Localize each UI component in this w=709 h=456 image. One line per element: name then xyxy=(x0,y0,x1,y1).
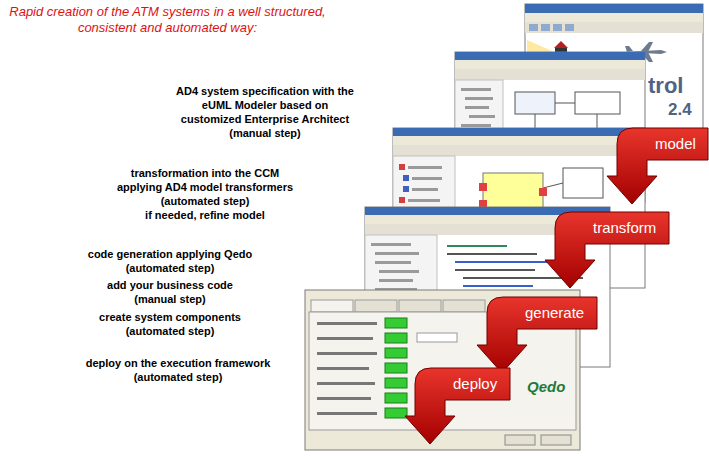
aircraft-wing xyxy=(641,42,653,52)
status-button xyxy=(385,408,407,418)
diagram-box xyxy=(515,92,555,114)
code-line xyxy=(447,245,507,247)
tool-icon xyxy=(529,24,538,31)
aircraft-tail xyxy=(625,46,633,52)
status-button xyxy=(385,378,407,388)
tool-bar xyxy=(455,69,645,80)
dialog-tab xyxy=(311,300,353,312)
title-bar xyxy=(525,4,703,13)
status-button xyxy=(385,393,407,403)
port-square xyxy=(539,188,547,196)
menu-bar xyxy=(455,60,645,69)
version-number: 2.4 xyxy=(668,100,692,119)
step-description: deploy on the execution framework (autom… xyxy=(78,356,278,384)
tool-icon xyxy=(553,24,562,31)
tree-line xyxy=(375,261,411,264)
step-description: if needed, refine model xyxy=(113,208,298,222)
field-caption xyxy=(317,367,369,370)
code-line xyxy=(463,285,533,287)
field-caption xyxy=(317,397,371,400)
diagram-box xyxy=(575,92,620,114)
tree-line xyxy=(379,270,419,273)
step-arrow: transform xyxy=(545,212,669,288)
step-name: transform xyxy=(593,212,656,244)
arrow-outline xyxy=(405,368,510,444)
tree-line xyxy=(465,106,489,109)
arrow-outline xyxy=(607,128,708,204)
arrow-outline xyxy=(545,212,669,288)
field-caption xyxy=(317,337,373,340)
tree-line xyxy=(408,166,442,169)
title-bar xyxy=(393,128,645,136)
tool-bar xyxy=(525,22,703,33)
step-arrow: model xyxy=(607,128,708,204)
field-caption xyxy=(317,352,377,355)
dialog-button xyxy=(505,435,535,445)
dialog-tab xyxy=(443,300,485,312)
step-name: model xyxy=(655,128,696,160)
input-field xyxy=(417,333,457,342)
diagram-line xyxy=(555,103,575,104)
menu-bar xyxy=(393,136,645,145)
dialog-tab xyxy=(399,300,441,312)
step-description: AD4 system specification with the eUML M… xyxy=(173,84,358,140)
menu-bar xyxy=(525,13,703,22)
tree-line xyxy=(412,188,438,191)
product-name: Qedo xyxy=(525,378,567,395)
tree-line xyxy=(461,88,491,91)
code-line xyxy=(447,253,537,255)
diagram-box xyxy=(563,168,603,198)
logo-text: trol xyxy=(648,74,683,98)
arrow-outline xyxy=(477,297,597,373)
port-square xyxy=(479,183,487,191)
step-description: transformation into the CCM applying AD4… xyxy=(113,166,298,208)
lighthouse-dome xyxy=(554,41,568,48)
step-name: deploy xyxy=(453,368,497,400)
tree-icon xyxy=(399,197,405,203)
tool-icon xyxy=(541,24,550,31)
tool-icon xyxy=(565,24,574,31)
step-description: add your business code (manual step) xyxy=(95,278,245,306)
diagram-line xyxy=(543,183,563,188)
tool-bar xyxy=(393,145,645,156)
tree-line xyxy=(379,279,413,282)
heading: Rapid creation of the ATM systems in a w… xyxy=(0,4,335,36)
tree-line xyxy=(461,124,491,127)
step-arrow: generate xyxy=(477,297,597,373)
field-caption xyxy=(317,322,377,325)
field-caption xyxy=(317,382,375,385)
step-name: generate xyxy=(525,297,584,329)
tree-icon xyxy=(399,164,405,170)
tree-line xyxy=(465,97,493,100)
tree-line xyxy=(469,115,495,118)
step-description: code generation applying Qedo (automated… xyxy=(78,247,263,275)
step-description: create system components (automated step… xyxy=(88,310,253,338)
dialog-tab xyxy=(355,300,397,312)
status-button xyxy=(385,348,407,358)
dialog-button xyxy=(541,435,571,445)
field-caption xyxy=(317,412,377,415)
tree-icon xyxy=(403,175,409,181)
tree-icon xyxy=(403,186,409,192)
tree-line xyxy=(408,199,440,202)
tree-line xyxy=(375,252,419,255)
tree-line xyxy=(412,177,442,180)
code-line xyxy=(455,269,535,271)
tree-line xyxy=(371,243,411,246)
step-arrow: deploy xyxy=(405,368,510,444)
status-button xyxy=(385,333,407,343)
status-button xyxy=(385,363,407,373)
title-bar xyxy=(455,52,645,60)
status-button xyxy=(385,318,407,328)
